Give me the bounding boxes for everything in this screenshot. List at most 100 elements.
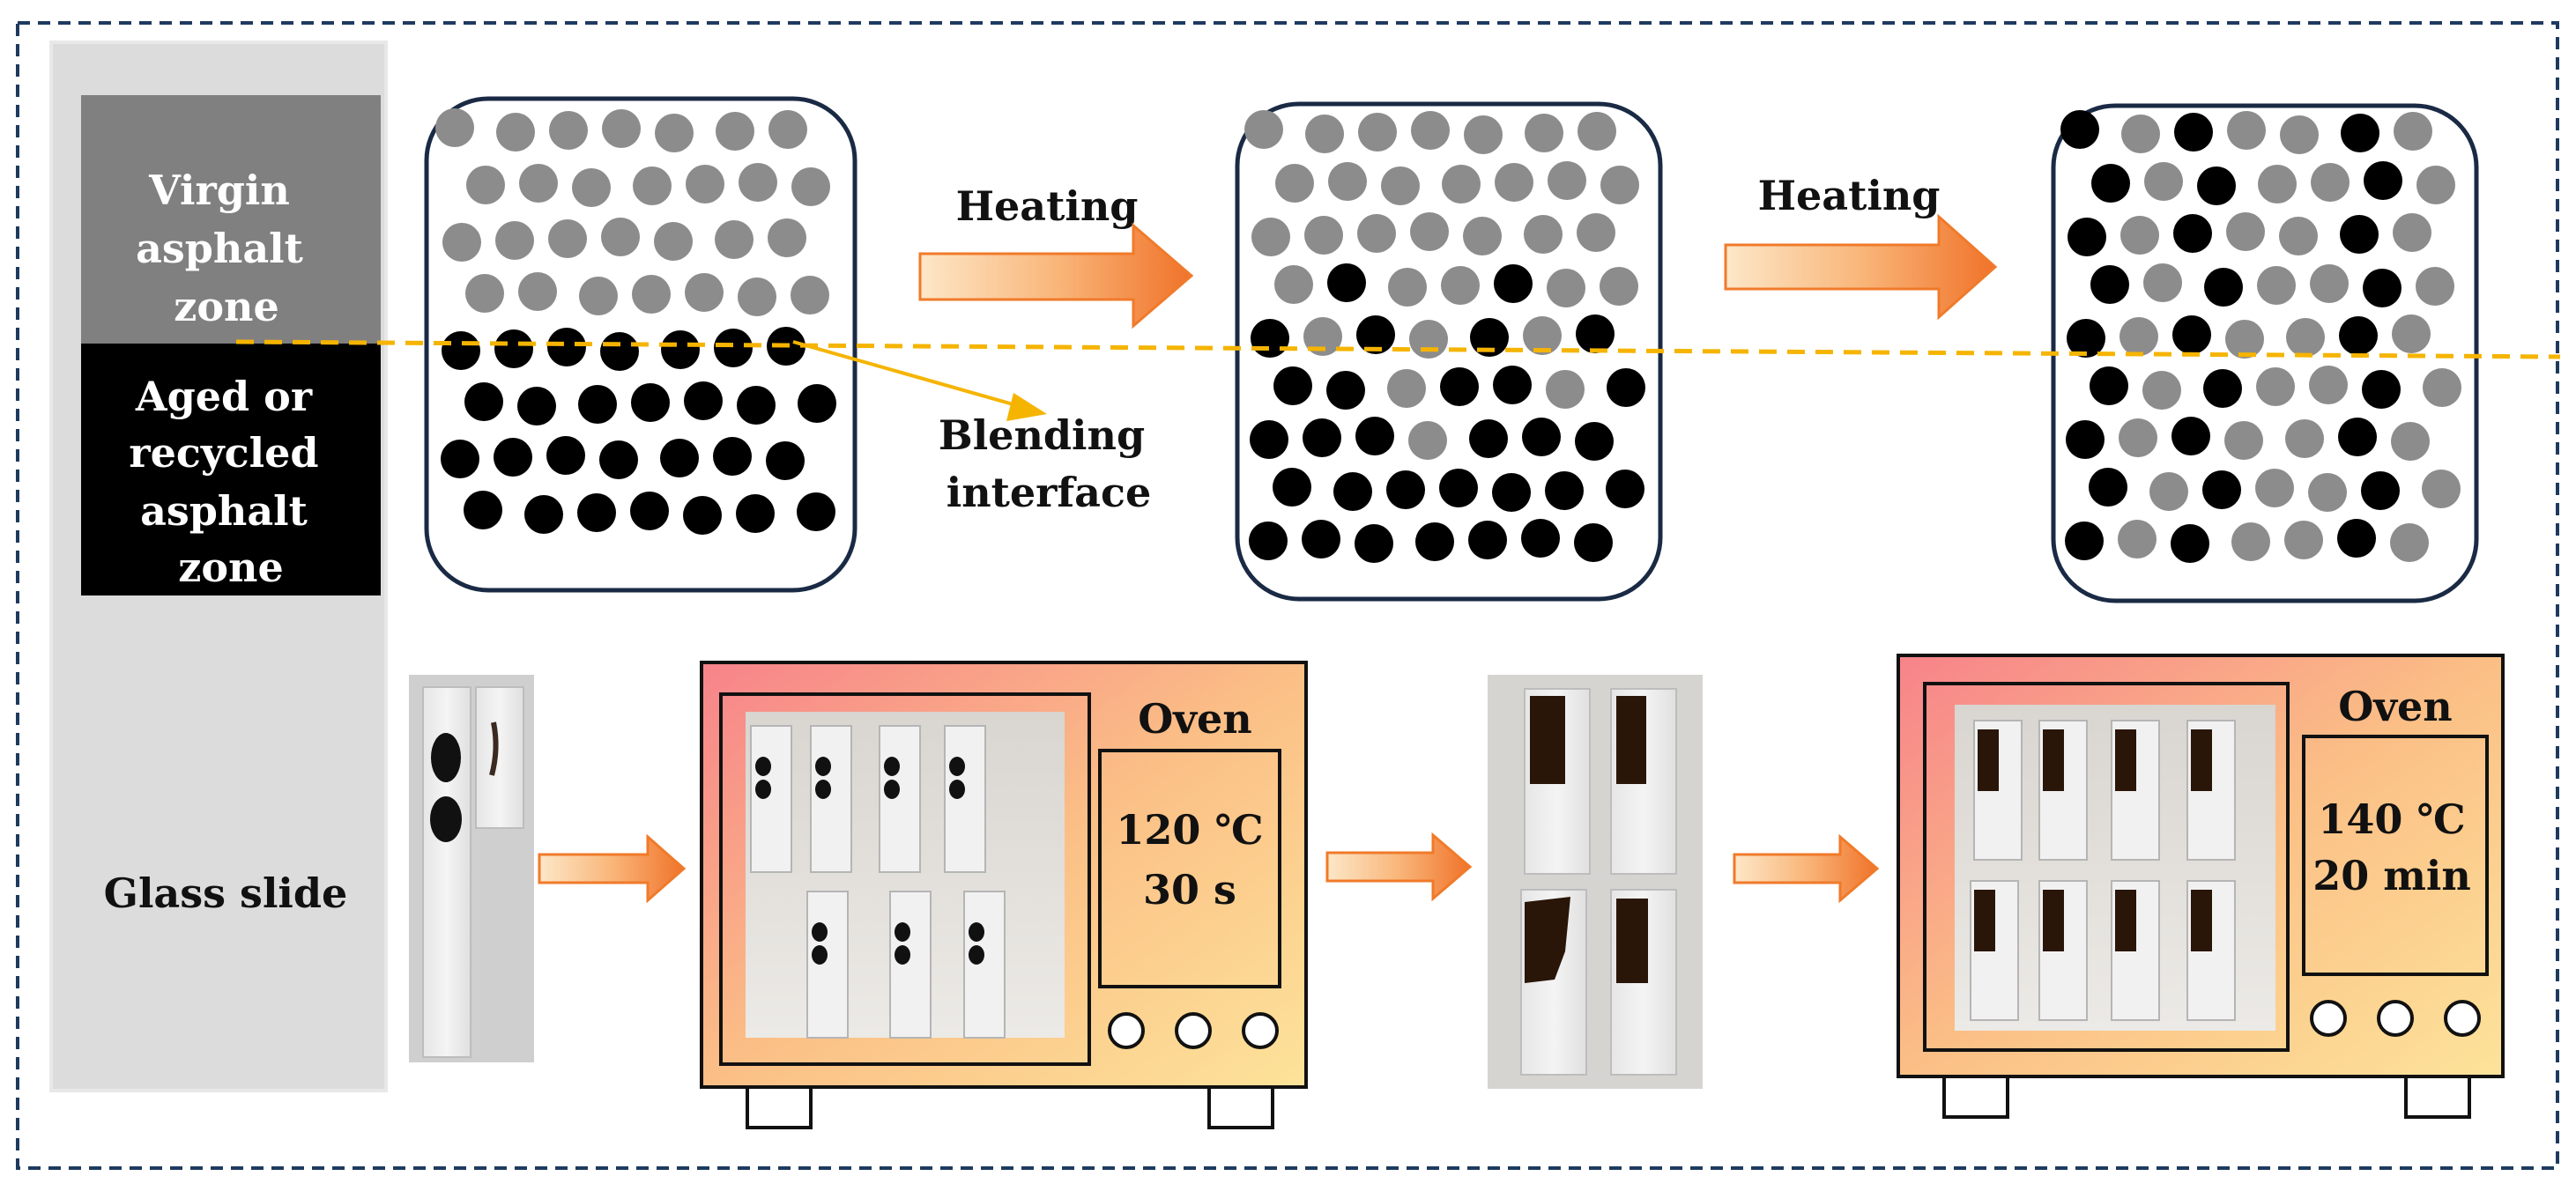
particle xyxy=(2258,165,2297,203)
particle xyxy=(1326,371,1365,410)
particle xyxy=(2416,166,2455,204)
particle xyxy=(2120,216,2159,255)
particle xyxy=(2118,520,2157,559)
particle xyxy=(1381,166,1420,205)
particle xyxy=(1303,418,1341,457)
asphalt-drop xyxy=(812,922,828,942)
asphalt-drop xyxy=(969,922,984,942)
particle xyxy=(2392,314,2431,353)
particle xyxy=(655,114,694,152)
particle xyxy=(2171,524,2209,563)
particle xyxy=(2231,522,2270,561)
particle xyxy=(577,493,616,532)
particle xyxy=(2149,472,2188,511)
asphalt-drop xyxy=(884,757,900,776)
particle xyxy=(2256,367,2295,406)
glass-slide xyxy=(944,725,986,873)
particle xyxy=(715,220,753,259)
asphalt-drop xyxy=(949,780,965,799)
particle xyxy=(2363,269,2402,307)
asphalt-film xyxy=(1978,729,1999,791)
asphalt-film xyxy=(2115,890,2136,951)
particle xyxy=(714,329,753,367)
particle xyxy=(1274,265,1313,304)
asphalt-drop xyxy=(815,757,831,776)
asphalt-drop xyxy=(815,780,831,799)
particle xyxy=(1273,366,1312,405)
particle xyxy=(1575,422,1614,461)
particle xyxy=(1439,469,1478,507)
heated-slides-photo xyxy=(1488,675,1703,1089)
asphalt-film xyxy=(2043,729,2064,791)
particle xyxy=(798,384,836,423)
particle xyxy=(1304,216,1343,255)
glass-slide-photo xyxy=(409,675,534,1062)
particle xyxy=(602,109,641,148)
particle xyxy=(2121,115,2160,153)
particle xyxy=(435,108,474,147)
particle xyxy=(739,163,777,202)
particle xyxy=(2309,366,2348,404)
particle xyxy=(601,218,640,256)
particle xyxy=(546,436,585,475)
particle xyxy=(2285,419,2324,458)
particle xyxy=(2394,112,2432,151)
particle xyxy=(1545,471,1584,510)
particle xyxy=(1302,520,1340,559)
particle xyxy=(2066,420,2105,459)
particle xyxy=(2416,267,2454,306)
particle xyxy=(1355,524,1393,563)
particle xyxy=(579,277,618,315)
particle xyxy=(1578,112,1616,151)
particle xyxy=(2143,263,2182,302)
asphalt-drop xyxy=(949,757,965,776)
particle xyxy=(1273,468,1311,507)
asphalt-film xyxy=(2043,890,2064,951)
particle xyxy=(1327,263,1366,302)
particle xyxy=(716,112,754,151)
particle xyxy=(2338,418,2377,456)
particle xyxy=(1250,420,1288,459)
glass-slide xyxy=(963,891,1006,1039)
particle xyxy=(1522,418,1561,456)
oven-2-title: Oven xyxy=(2338,683,2453,730)
particle xyxy=(1464,115,1503,154)
particle xyxy=(2172,315,2211,354)
particle xyxy=(442,331,480,370)
aged-zone-label: Aged or recycled asphalt zone xyxy=(129,373,332,591)
blending-interface-line xyxy=(235,339,2561,359)
asphalt-film xyxy=(2191,729,2212,791)
particle xyxy=(685,273,724,312)
particle xyxy=(2255,469,2294,507)
particle xyxy=(519,164,558,203)
particle xyxy=(1525,114,1563,152)
particle xyxy=(1495,163,1533,202)
particle xyxy=(1388,268,1427,307)
particle xyxy=(2393,213,2431,252)
particle xyxy=(1494,264,1533,303)
glass-slide xyxy=(810,725,852,873)
asphalt-drop xyxy=(755,780,771,799)
particle xyxy=(2065,522,2104,560)
heating-arrow-2 xyxy=(1724,213,1998,321)
particle xyxy=(572,168,611,207)
particle xyxy=(2203,369,2242,408)
particle xyxy=(768,110,807,149)
particle xyxy=(2257,266,2296,305)
particle xyxy=(494,329,533,368)
oven-2-time: 20 min xyxy=(2312,852,2471,899)
particle xyxy=(660,439,699,477)
particle xyxy=(465,274,504,313)
particle xyxy=(1600,267,1638,306)
particle xyxy=(1548,161,1586,200)
particle xyxy=(1410,212,1449,251)
particle xyxy=(578,385,617,424)
particle xyxy=(2311,163,2350,202)
process-arrow-3 xyxy=(1733,833,1880,904)
particle xyxy=(441,440,479,478)
oven-1-photo-slides xyxy=(750,725,1006,1039)
particle xyxy=(2286,318,2325,357)
particle xyxy=(1521,519,1560,558)
asphalt-drop xyxy=(812,945,828,965)
particle xyxy=(1355,417,1394,455)
